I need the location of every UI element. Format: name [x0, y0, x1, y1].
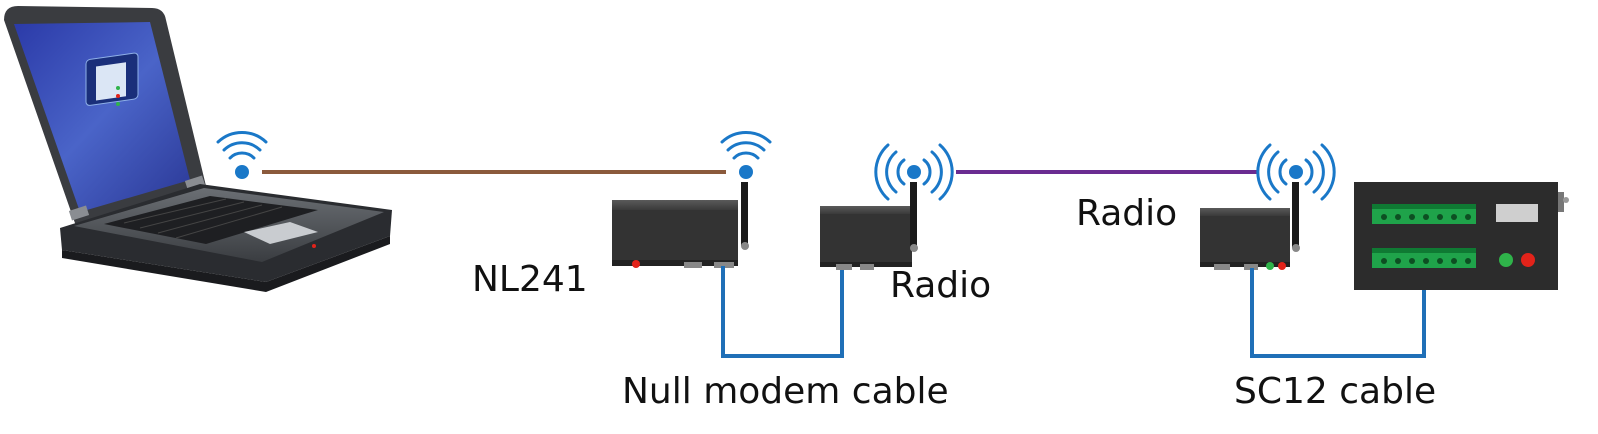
laptop-screen — [14, 22, 190, 212]
laptop-screen-window — [85, 52, 139, 106]
sc12-cable-line — [1250, 268, 1426, 358]
radio-remote-label: Radio — [1076, 193, 1178, 234]
sc12-cable-label: SC12 cable — [1234, 371, 1437, 412]
laptop-keyboard — [104, 196, 318, 244]
nl241-label: NL241 — [472, 259, 588, 300]
terminal-block-top — [1372, 204, 1476, 224]
radio-local-label: Radio — [890, 265, 992, 306]
display-window — [1496, 204, 1538, 222]
radio-remote-wave-icon — [1256, 143, 1336, 201]
nl241-wifi-icon — [720, 131, 772, 179]
nl241-device — [612, 182, 749, 268]
terminal-block-bottom — [1372, 248, 1476, 268]
controller-panel — [1354, 182, 1569, 290]
led-green — [1499, 253, 1513, 267]
laptop-wifi-icon — [216, 131, 268, 179]
laptop-touchpad — [244, 222, 318, 244]
null-modem-cable-label: Null modem cable — [622, 371, 949, 412]
radio-local-wave-icon — [874, 143, 954, 201]
radio-remote-device — [1200, 182, 1300, 270]
laptop-icon — [4, 6, 392, 292]
radio-local-device — [820, 182, 918, 270]
led-red — [1521, 253, 1535, 267]
null-modem-cable-line — [721, 266, 844, 358]
